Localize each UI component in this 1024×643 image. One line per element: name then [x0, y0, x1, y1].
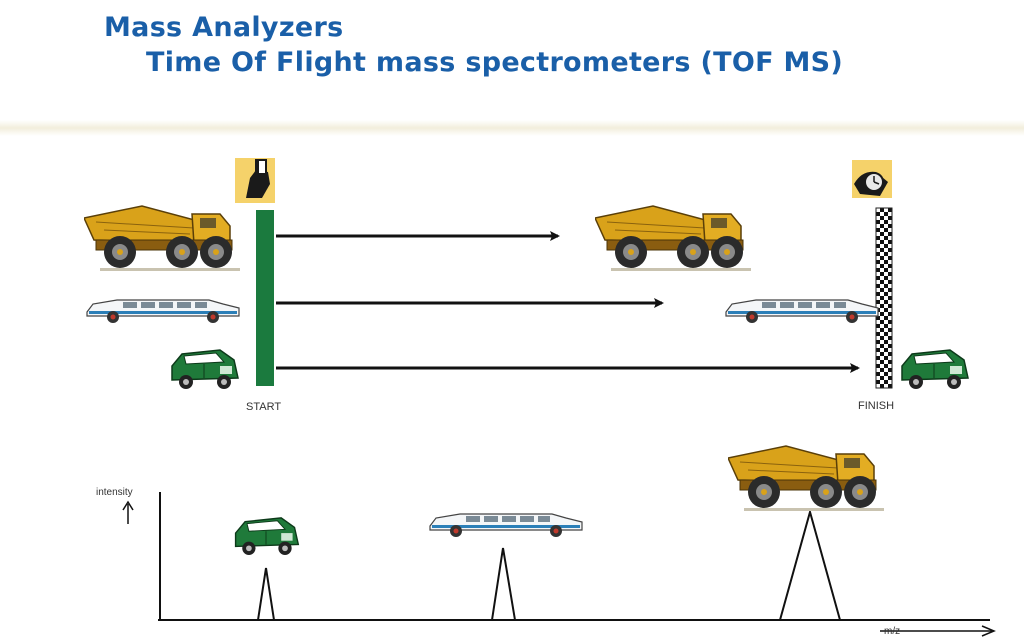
- x-axis-label: m/z: [884, 626, 901, 637]
- finish-line: [875, 207, 893, 389]
- finish-label: FINISH: [858, 400, 895, 412]
- compact-car-icon: [171, 349, 239, 390]
- peak-compact-car: [257, 567, 275, 621]
- dump-truck-icon: [728, 445, 885, 512]
- compact-car-icon: [901, 349, 969, 390]
- peak-limousine: [491, 547, 516, 621]
- dump-truck-icon: [84, 205, 241, 272]
- limousine-icon: [86, 299, 240, 324]
- start-label: START: [246, 401, 282, 413]
- compact-car-icon: [234, 517, 300, 556]
- page-title: Mass Analyzers: [104, 12, 344, 43]
- hand-flag-icon: [235, 158, 275, 203]
- start-line: [256, 210, 274, 386]
- limousine-icon: [725, 299, 879, 324]
- dump-truck-icon: [595, 205, 752, 272]
- divider-band: [0, 120, 1024, 136]
- stopwatch-icon: [852, 160, 892, 198]
- peak-dump-truck: [779, 508, 841, 621]
- limousine-icon: [429, 513, 583, 538]
- y-axis-label: intensity: [96, 487, 133, 498]
- page-subtitle: Time Of Flight mass spectrometers (TOF M…: [146, 47, 844, 78]
